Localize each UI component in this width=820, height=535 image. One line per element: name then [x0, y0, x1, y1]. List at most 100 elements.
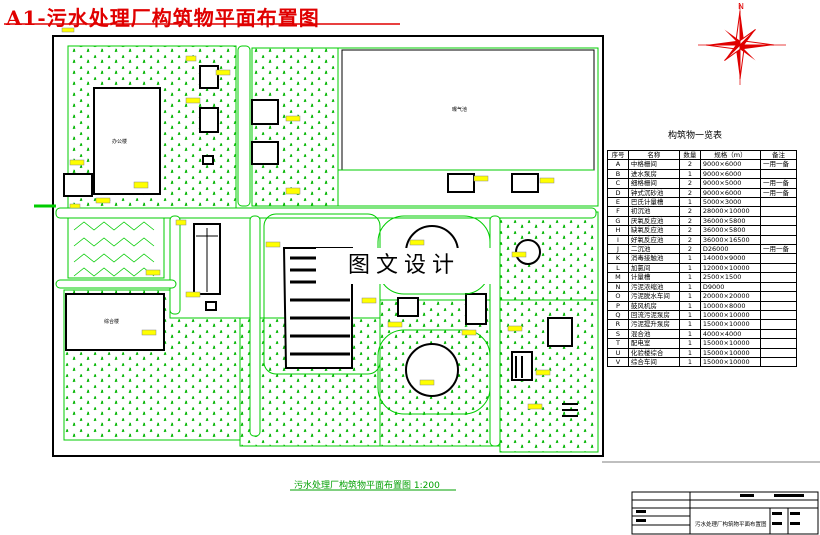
table-header: 规格（m） [699, 149, 761, 161]
north-compass-icon: N [698, 2, 786, 85]
zone-top-middle [251, 47, 339, 207]
table-cell: 2500×1500 [699, 272, 761, 283]
table-cell [759, 338, 798, 349]
table-cell: C [607, 178, 629, 189]
table-cell: 2 [678, 206, 701, 217]
office-building [93, 87, 161, 195]
table-cell: 1 [678, 319, 701, 330]
title-block-drawing-name: 污水处理厂构筑物平面布置图 [695, 522, 767, 528]
table-cell: 15000×10000 [699, 356, 761, 368]
table-cell: 钟式沉砂池 [627, 187, 680, 199]
table-cell: 1 [678, 281, 701, 293]
table-cell: U [607, 347, 629, 358]
table-cell: 9000×6000 [699, 187, 761, 199]
table-cell: 36000×5800 [699, 215, 761, 227]
table-cell: 厌氧反应池 [627, 215, 680, 227]
structure-u [511, 173, 539, 193]
watermark: 图文设计 [316, 248, 492, 284]
table-cell [759, 347, 798, 358]
bottom-left-building [65, 293, 165, 351]
table-cell: H [607, 225, 629, 236]
table-cell: 15000×10000 [699, 347, 761, 358]
table-cell: F [607, 206, 629, 217]
table-cell: 36000×16500 [699, 234, 761, 246]
table-cell: 一用一备 [759, 187, 798, 199]
table-cell [759, 253, 798, 264]
table-cell: 一用一备 [759, 244, 798, 255]
table-cell: 2 [678, 178, 701, 189]
table-cell [759, 328, 798, 340]
table-cell: Q [607, 309, 629, 321]
table-cell [759, 168, 798, 180]
structure-q [465, 293, 487, 325]
structure-small-2 [205, 301, 217, 311]
structure-r [547, 317, 573, 347]
table-cell: A [607, 159, 629, 170]
table-cell: 配电室 [627, 338, 680, 349]
table-cell: O [607, 291, 629, 302]
table-cell: 1 [678, 347, 701, 358]
table-cell [759, 225, 798, 236]
structure-t [447, 173, 475, 193]
structure-p [397, 297, 419, 317]
table-cell: 1 [678, 272, 701, 283]
table-cell [759, 197, 798, 208]
structure-b1 [199, 65, 219, 89]
aeration-pool-zone [341, 49, 595, 171]
drawing-title: A1-污水处理厂构筑物平面布置图 [6, 6, 320, 30]
table-cell: 14000×9000 [699, 253, 761, 264]
table-cell: 2 [678, 187, 701, 199]
structure-b2 [199, 107, 219, 133]
table-cell: 一用一备 [759, 159, 798, 170]
table-cell: 1 [678, 168, 701, 180]
table-cell [759, 300, 798, 311]
table-cell: 鼓风机房 [627, 300, 680, 311]
table-cell: 15000×10000 [699, 319, 761, 330]
table-cell: 缺氧反应池 [627, 225, 680, 236]
table-cell: 20000×20000 [699, 291, 761, 302]
table-cell: I [607, 234, 629, 246]
table-cell: 计量槽 [627, 272, 680, 283]
table-cell: B [607, 168, 629, 180]
office-building-label: 办公楼 [112, 139, 128, 145]
table-cell [759, 206, 798, 217]
table-cell: M [607, 272, 629, 283]
plan-caption: 污水处理厂构筑物平面布置图 1:200 [294, 481, 440, 491]
table-cell: 加氯间 [627, 262, 680, 274]
table-cell: 1 [678, 356, 701, 368]
table-cell: 污泥脱水车间 [627, 291, 680, 302]
table-cell: 消毒接触池 [627, 253, 680, 264]
table-cell: 12000×10000 [699, 262, 761, 274]
table-cell: 36000×5800 [699, 225, 761, 236]
table-cell: T [607, 338, 629, 349]
table-cell: 4000×4000 [699, 328, 761, 340]
table-cell: 污泥浓缩池 [627, 281, 680, 293]
table-cell: 好氧反应池 [627, 234, 680, 246]
table-cell: 2 [678, 225, 701, 236]
table-cell: 9000×5000 [699, 178, 761, 189]
table-cell: 初沉池 [627, 206, 680, 217]
clarifier-bottom [405, 343, 459, 397]
table-cell: 回流污泥泵房 [627, 309, 680, 321]
aeration-pool-label: 曝气池 [452, 107, 468, 113]
table-cell [759, 309, 798, 321]
table-cell: 2 [678, 159, 701, 170]
table-cell [759, 272, 798, 283]
table-cell: 1 [678, 197, 701, 208]
table-cell: 1 [678, 328, 701, 340]
table-cell: L [607, 262, 629, 274]
table-cell: 1 [678, 253, 701, 264]
